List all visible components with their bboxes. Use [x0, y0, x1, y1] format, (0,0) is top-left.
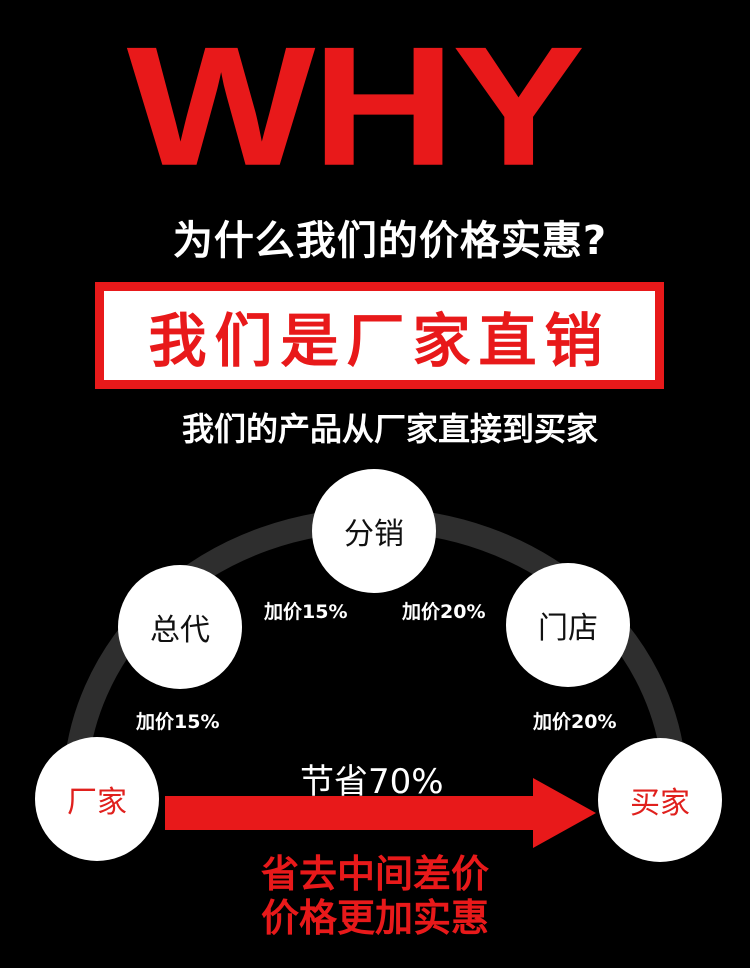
- node-label: 门店: [538, 611, 598, 646]
- why-headline: WHY: [126, 11, 586, 202]
- banner-text: 我们是厂家直销: [148, 306, 611, 375]
- markup-label-factory-agent: 加价15%: [136, 711, 220, 733]
- node-distributor: 分销: [312, 469, 436, 593]
- footer-line-1: 省去中间差价: [260, 852, 489, 896]
- node-label: 分销: [344, 517, 404, 552]
- node-buyer: 买家: [598, 738, 722, 862]
- direct-arrow-icon: [165, 778, 596, 848]
- node-general-agent: 总代: [118, 565, 242, 689]
- tagline: 我们的产品从厂家直接到买家: [181, 410, 598, 448]
- markup-label-agent-distributor: 加价15%: [264, 601, 348, 623]
- footer-line-2: 价格更加实惠: [260, 896, 489, 940]
- node-label: 厂家: [67, 785, 127, 820]
- footer-slogan: 省去中间差价 价格更加实惠: [0, 852, 750, 940]
- node-label: 总代: [150, 613, 210, 648]
- markup-label-store-buyer: 加价20%: [533, 711, 617, 733]
- factory-direct-banner: 我们是厂家直销: [95, 282, 664, 389]
- savings-label: 节省70%: [300, 762, 444, 802]
- subtitle-question: 为什么我们的价格实惠?: [172, 218, 608, 264]
- node-label: 买家: [630, 786, 690, 821]
- node-store: 门店: [506, 563, 630, 687]
- markup-label-distributor-store: 加价20%: [402, 601, 486, 623]
- node-factory: 厂家: [35, 737, 159, 861]
